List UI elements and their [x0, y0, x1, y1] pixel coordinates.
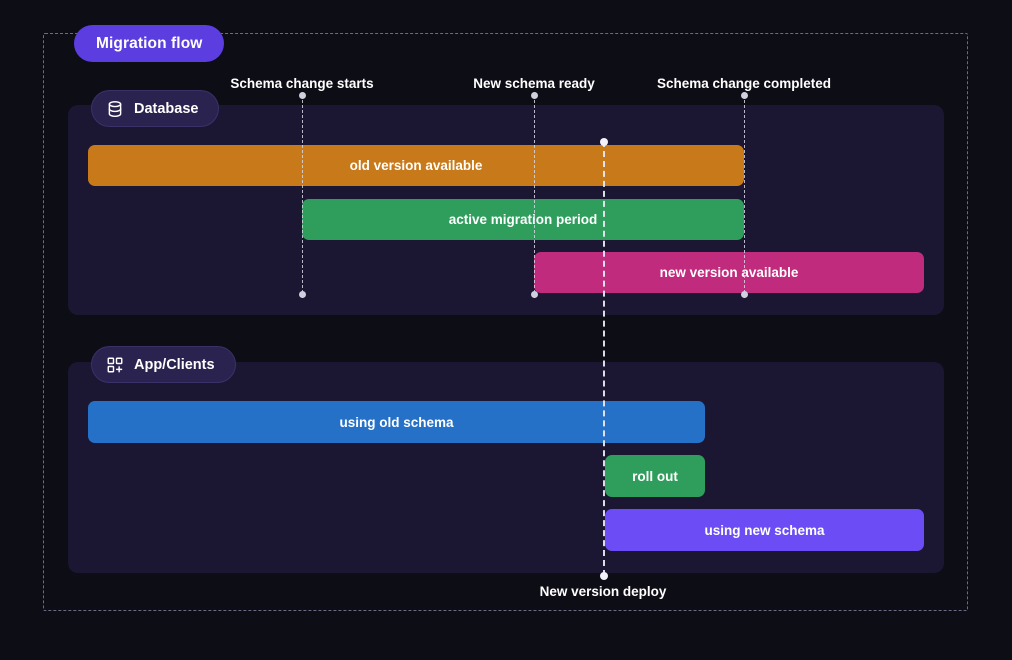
database-icon — [106, 100, 124, 118]
bar-roll-out[interactable]: roll out — [605, 455, 705, 497]
grid-plus-icon — [106, 356, 124, 374]
lane-badge-database[interactable]: Database — [91, 90, 220, 127]
milestone-dot-bottom — [299, 291, 307, 298]
deploy-marker-label: New version deploy — [539, 584, 667, 599]
milestone-line — [744, 95, 745, 298]
bar-label: old version available — [349, 158, 483, 173]
lane-badge-label: App/Clients — [134, 356, 215, 373]
deploy-marker-dot-bottom — [599, 572, 608, 580]
milestone-line — [534, 95, 535, 298]
deploy-marker-dot-top — [599, 138, 608, 146]
migration-flow-title-badge: Migration flow — [74, 25, 225, 62]
bar-label: using new schema — [704, 522, 825, 538]
bar-using-old-schema[interactable]: using old schema — [88, 401, 705, 443]
milestone-label: Schema change starts — [230, 76, 374, 91]
milestone-dot-bottom — [531, 291, 539, 298]
bar-new-version-available[interactable]: new version available — [534, 252, 924, 293]
bar-label: new version available — [659, 265, 799, 280]
lane-badge-label: Database — [134, 100, 199, 117]
milestone-label: Schema change completed — [656, 76, 832, 91]
milestone-dot-bottom — [741, 291, 749, 298]
lane-badge-app-clients[interactable]: App/Clients — [91, 346, 236, 383]
bar-active-migration-period[interactable]: active migration period — [302, 199, 744, 240]
bar-using-new-schema[interactable]: using new schema — [605, 509, 924, 551]
milestone-label: New schema ready — [473, 76, 595, 91]
diagram-outer-frame — [43, 33, 968, 611]
bar-label: using old schema — [339, 414, 454, 430]
milestone-line — [302, 95, 303, 298]
bar-label: active migration period — [448, 212, 598, 227]
deploy-marker-line — [603, 141, 605, 576]
bar-old-version-available[interactable]: old version available — [88, 145, 744, 186]
bar-label: roll out — [632, 468, 678, 484]
